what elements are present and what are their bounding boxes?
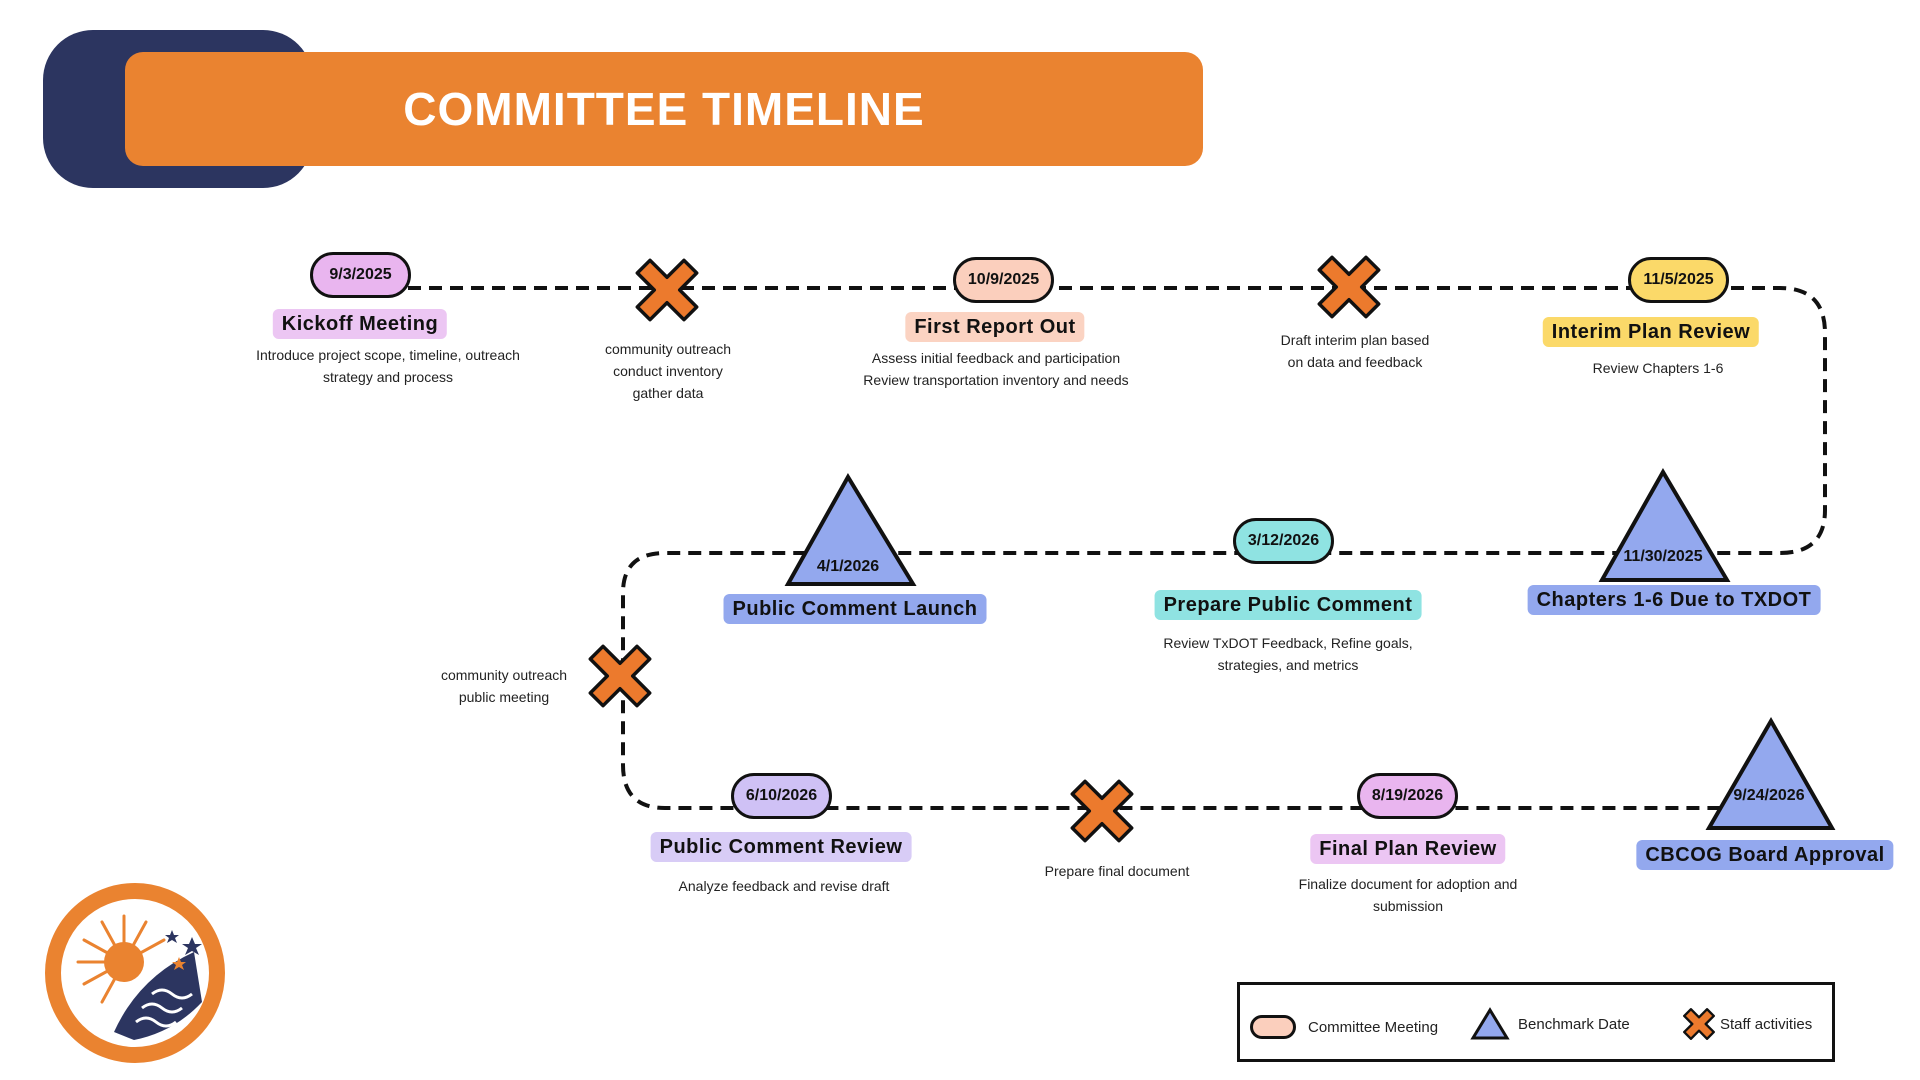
meeting-pill-icon	[1250, 1015, 1296, 1039]
timeline-connector	[345, 286, 1827, 810]
event-title-kickoff: Kickoff Meeting	[272, 309, 448, 339]
date-pill-first-report: 10/9/2025	[953, 257, 1054, 303]
date-benchmark-board-approval: 9/24/2026	[1733, 787, 1805, 804]
event-desc-final-review: Finalize document for adoption and submi…	[1298, 876, 1518, 914]
date-pill-kickoff: 9/3/2025	[310, 252, 411, 298]
staff-x-icon-4	[1070, 779, 1134, 843]
legend-label-benchmark: Benchmark Date	[1518, 1015, 1630, 1033]
triangle-icon	[1470, 1007, 1510, 1040]
event-title-comment-review: Public Comment Review	[650, 832, 912, 862]
legend-label-meeting: Committee Meeting	[1308, 1018, 1439, 1036]
date-pill-interim: 11/5/2025	[1628, 257, 1729, 303]
event-desc-kickoff: Introduce project scope, timeline, outre…	[256, 347, 520, 385]
event-title-interim: Interim Plan Review	[1542, 317, 1760, 347]
event-desc-prepare-comment: Review TxDOT Feedback, Refine goals, str…	[1163, 635, 1413, 673]
legend-item-benchmark: Benchmark Date	[1470, 1007, 1630, 1041]
legend-item-meeting: Committee Meeting	[1250, 1015, 1438, 1039]
event-title-board-approval: CBCOG Board Approval	[1636, 840, 1894, 870]
event-title-chapters: Chapters 1-6 Due to TXDOT	[1527, 585, 1821, 615]
date-pill-final-review: 8/19/2026	[1357, 773, 1458, 819]
date-benchmark-comment-launch: 4/1/2026	[816, 558, 880, 575]
staff-desc-1: community outreach conduct inventory gat…	[604, 341, 732, 401]
x-mark-icon	[1683, 1008, 1715, 1040]
staff-x-icon-1	[635, 258, 699, 322]
staff-desc-3: community outreach public meeting	[440, 667, 568, 705]
legend-item-staff: Staff activities	[1680, 1005, 1812, 1043]
benchmark-triangle-icon-1	[784, 473, 917, 586]
event-title-final-review: Final Plan Review	[1310, 834, 1506, 864]
staff-desc-2: Draft interim plan based on data and fee…	[1280, 332, 1430, 370]
header-banner: COMMITTEE TIMELINE	[125, 52, 1203, 166]
event-desc-first-report: Assess initial feedback and participatio…	[863, 350, 1129, 388]
legend-label-staff: Staff activities	[1720, 1015, 1813, 1033]
benchmark-triangle-icon-2	[1598, 468, 1731, 582]
event-title-prepare-comment: Prepare Public Comment	[1154, 590, 1422, 620]
sun-waves-logo	[45, 883, 225, 1063]
event-title-comment-launch: Public Comment Launch	[723, 594, 987, 624]
staff-desc-4: Prepare final document	[1044, 863, 1190, 879]
staff-x-icon-2	[1317, 255, 1381, 319]
date-pill-comment-review: 6/10/2026	[731, 773, 832, 819]
event-title-first-report: First Report Out	[905, 312, 1085, 342]
page-title: COMMITTEE TIMELINE	[403, 83, 925, 135]
benchmark-triangle-icon-3	[1705, 716, 1836, 830]
event-desc-comment-review: Analyze feedback and revise draft	[678, 878, 890, 894]
date-pill-prepare-comment: 3/12/2026	[1233, 518, 1334, 564]
event-desc-interim: Review Chapters 1-6	[1592, 360, 1724, 376]
date-benchmark-chapters: 11/30/2025	[1623, 548, 1703, 565]
staff-x-icon-3	[588, 644, 652, 708]
legend: Committee Meeting Benchmark Date Staff a…	[1237, 982, 1835, 1062]
